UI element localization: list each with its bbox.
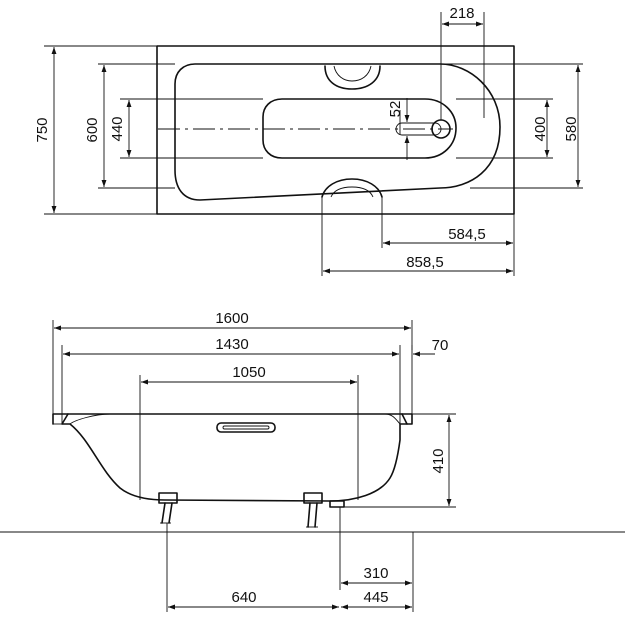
- foot-right-icon: [303, 492, 323, 528]
- dim-label-580: 580: [563, 116, 580, 141]
- dim-label-52: 52: [387, 101, 404, 118]
- dim-label-70: 70: [432, 337, 449, 354]
- foot-left-icon: [158, 492, 178, 524]
- overflow-icon: [216, 422, 276, 433]
- side-extension-lines: [52, 320, 456, 612]
- tub-inner-profile: [69, 413, 401, 425]
- handle-top-icon: [324, 65, 381, 90]
- tub-body-profile: [61, 413, 408, 502]
- dim-label-400: 400: [532, 116, 549, 141]
- dim-label-1600: 1600: [215, 310, 248, 327]
- dim-label-640: 640: [231, 589, 256, 606]
- dim-label-750: 750: [34, 117, 51, 142]
- dim-label-218: 218: [449, 5, 474, 22]
- tub-inner-basin: [174, 63, 501, 201]
- dim-label-858-5: 858,5: [406, 254, 444, 271]
- dim-label-584-5: 584,5: [448, 226, 486, 243]
- dim-label-445: 445: [363, 589, 388, 606]
- side-view: 1600 1430 70 1050 410 310 640 445: [0, 310, 625, 612]
- dim-label-1430: 1430: [215, 336, 248, 353]
- handle-top-inner: [333, 65, 372, 82]
- dim-label-1050: 1050: [232, 364, 265, 381]
- extension-lines: [44, 12, 583, 276]
- dim-label-310: 310: [363, 565, 388, 582]
- top-view: 750 600 440 52 400 580 218 584,5 858,5: [34, 5, 583, 276]
- tub-outer-rim: [156, 45, 515, 215]
- tub-bottom-area: [262, 98, 457, 159]
- dim-label-600: 600: [84, 117, 101, 142]
- dim-label-440: 440: [109, 116, 126, 141]
- dim-label-410: 410: [430, 448, 447, 473]
- handle-bottom-inner: [330, 186, 374, 198]
- drain-outlet-icon: [329, 500, 345, 508]
- handle-bottom-icon: [321, 178, 383, 198]
